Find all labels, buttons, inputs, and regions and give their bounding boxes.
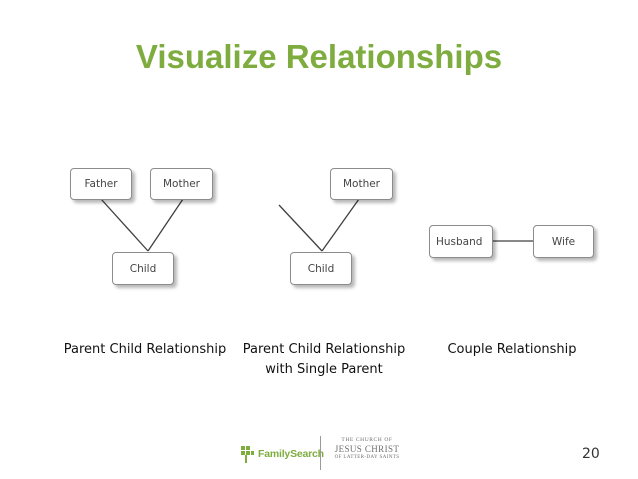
church-line1: THE CHURCH OF (341, 437, 393, 443)
wife-label: Wife (551, 235, 576, 248)
familysearch-wordmark: FamilySearch (258, 448, 324, 460)
single-child-label: Child (307, 262, 335, 275)
single-mother-label: Mother (342, 178, 381, 190)
husband-label: Husband (436, 235, 483, 248)
slide-title: Visualize Relationships (135, 38, 503, 75)
mother-label: Mother (162, 178, 201, 190)
single-mother-node: Mother (330, 168, 393, 200)
mother-child-line (147, 198, 184, 252)
single-child-node: Child (290, 252, 352, 285)
couple-caption: Couple Relationship (447, 342, 577, 357)
single-parent-caption: Parent Child Relationship with Single Pa… (236, 340, 412, 380)
child-node: Child (112, 252, 174, 285)
father-label: Father (84, 178, 118, 190)
mother-node: Mother (150, 168, 213, 200)
missing-parent-line (278, 204, 323, 252)
footer-logos: FamilySearch THE CHURCH OF JESUS CHRIST … (232, 432, 412, 476)
parent-child-caption: Parent Child Relationship (63, 342, 227, 357)
single-mother-child-line (321, 198, 360, 252)
wife-node: Wife (533, 225, 594, 258)
church-line3: OF LATTER-DAY SAINTS (334, 455, 400, 460)
single-parent-caption-line1: Parent Child Relationship (242, 342, 406, 357)
footer-divider (320, 436, 321, 470)
familysearch-logo: FamilySearch (238, 444, 324, 464)
husband-node: Husband (429, 225, 493, 258)
father-child-line (100, 198, 149, 252)
father-node: Father (70, 168, 132, 200)
church-logo: THE CHURCH OF JESUS CHRIST OF LATTER-DAY… (327, 437, 407, 460)
church-line2: JESUS CHRIST (334, 444, 400, 454)
child-label: Child (129, 262, 157, 275)
single-parent-caption-line2: with Single Parent (265, 362, 383, 377)
familysearch-tree-icon (241, 446, 254, 463)
page-number: 20 (582, 446, 600, 462)
